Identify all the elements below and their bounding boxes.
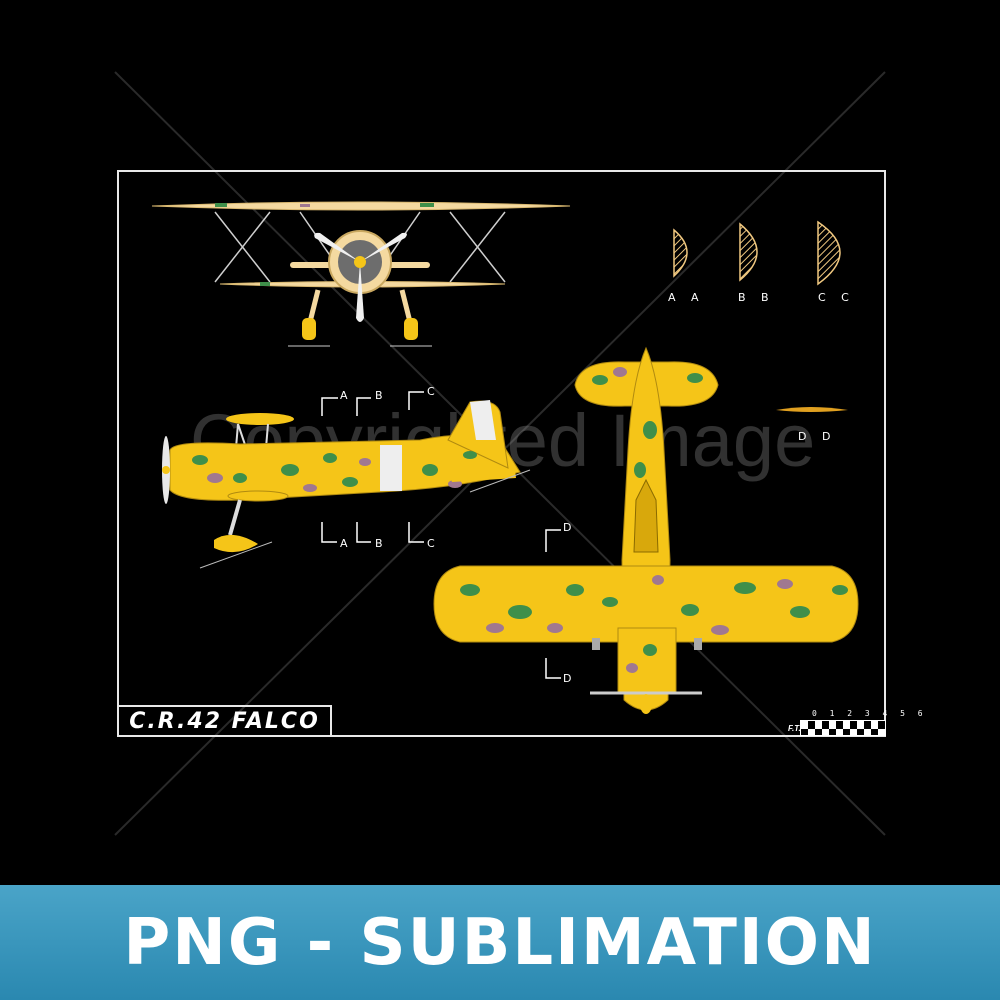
banner-text: PNG - SUBLIMATION xyxy=(123,905,877,980)
blueprint-frame xyxy=(117,170,886,737)
section-marker-a-bottom: A xyxy=(340,537,348,550)
section-marker-a-top: A xyxy=(340,389,348,402)
scale-numbers: 0 1 2 3 4 5 6 xyxy=(812,709,927,718)
section-marker-d-top: D xyxy=(563,521,572,534)
section-marker-b-top: B xyxy=(375,389,383,402)
section-label-bb: B B xyxy=(738,291,775,304)
section-label-dd: D D xyxy=(798,430,837,443)
section-marker-d-bottom: D xyxy=(563,672,572,685)
aircraft-title: C.R.42 FALCO xyxy=(117,705,332,737)
section-label-aa: A A xyxy=(668,291,705,304)
scale-bar xyxy=(800,720,886,736)
section-marker-c-top: C xyxy=(427,385,435,398)
scale-author-initials: F.T. xyxy=(788,724,801,733)
section-marker-c-bottom: C xyxy=(427,537,435,550)
section-label-cc: C C xyxy=(818,291,855,304)
bottom-banner: PNG - SUBLIMATION xyxy=(0,885,1000,1000)
section-marker-b-bottom: B xyxy=(375,537,383,550)
